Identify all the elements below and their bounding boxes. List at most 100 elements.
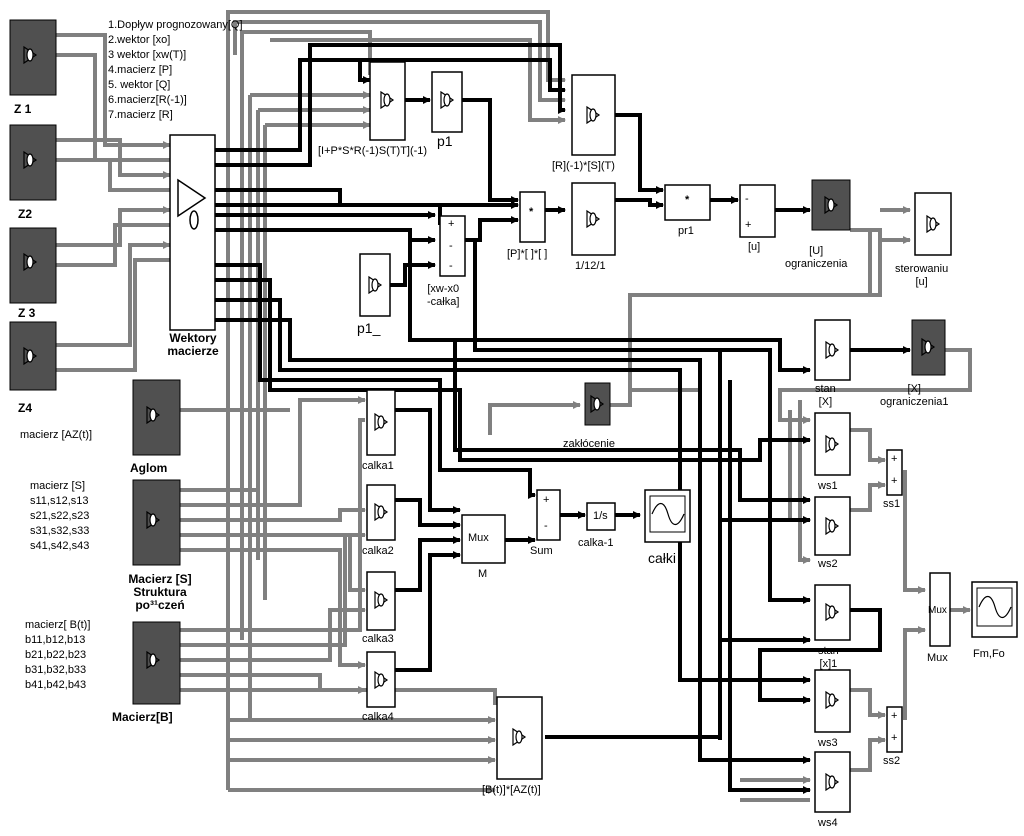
input-label: 2.wektor [xo]: [108, 34, 171, 46]
ws4-label: ws4: [818, 817, 838, 829]
rst-label: [R](-1)*[S](T): [552, 160, 615, 172]
z1-label: Z 1: [14, 102, 32, 116]
macierz-b-label: Macierz[B]: [112, 710, 173, 724]
block-u-sum[interactable]: [739, 184, 776, 238]
block-sum3[interactable]: [439, 215, 466, 277]
mux-label: Mux: [927, 652, 948, 664]
sum-plus: +: [543, 494, 550, 506]
block-x-ograniczenia1[interactable]: [911, 319, 946, 376]
calka4-label: calka4: [362, 711, 394, 723]
z2-label: Z2: [18, 207, 33, 221]
block-calka4[interactable]: [366, 651, 396, 708]
ss1-label: ss1: [883, 498, 901, 510]
subsystem-macierz-s[interactable]: [132, 479, 181, 566]
az-note: macierz [AZ(t)]: [20, 429, 93, 441]
block-p1-underscore[interactable]: [359, 253, 391, 317]
ws2-label: ws2: [818, 558, 838, 570]
bt-az-label: [B(t)]*[AZ(t)]: [482, 784, 541, 796]
block-mux-m[interactable]: [461, 514, 506, 564]
input-label: 1.Dopływ prognozowany[Q]: [108, 19, 243, 31]
block-ss2[interactable]: [886, 706, 903, 753]
block-p1[interactable]: [431, 71, 463, 133]
b-note-line: b11,b12,b13: [25, 634, 86, 646]
b-note-line: b41,b42,b43: [25, 679, 87, 691]
block-stan1[interactable]: [814, 584, 851, 641]
ss2-plus-1: +: [891, 710, 898, 722]
u-minus: -: [745, 193, 749, 205]
sum-minus: -: [544, 520, 548, 532]
calka2-label: calka2: [362, 545, 394, 557]
block-calki-scope[interactable]: [644, 489, 691, 543]
block-bt-az[interactable]: [496, 696, 543, 780]
subsystem-aglom[interactable]: [132, 379, 181, 456]
black-wires: [215, 43, 1010, 794]
ss2-plus-2: +: [891, 732, 898, 744]
input-label: 6.macierz[R(-1)]: [108, 94, 187, 106]
block-ws2[interactable]: [814, 496, 851, 556]
fmfo-label: Fm,Fo: [973, 648, 1005, 660]
sum3-label: [xw-x0 -całka]: [427, 283, 460, 308]
sum-label: Sum: [530, 545, 553, 557]
pr1-label: pr1: [678, 225, 694, 237]
subsystem-wektory[interactable]: [169, 134, 216, 331]
block-sterowaniu[interactable]: [914, 192, 952, 256]
zaklocenie-label: zakłócenie: [563, 438, 615, 450]
ws1-label: ws1: [818, 480, 838, 492]
block-rst[interactable]: [571, 74, 616, 156]
mux-text: Mux: [928, 605, 947, 616]
block-calka3[interactable]: [366, 571, 396, 631]
b-note-line: macierz[ B(t)]: [25, 619, 91, 631]
pr1-star: *: [685, 194, 690, 206]
sterowaniu-label: sterowaniu [u]: [895, 263, 949, 288]
macierz-s-label: Macierz [S] Struktura po³¹czeń: [128, 572, 192, 612]
x-ograniczenia1-label: [X] ograniczenia1: [880, 383, 949, 408]
calka-1-label: calka-1: [578, 537, 614, 549]
subsystem-macierz-b[interactable]: [132, 621, 181, 705]
block-sum[interactable]: [536, 489, 561, 541]
block-pr1[interactable]: [664, 184, 711, 221]
block-ws3[interactable]: [814, 669, 851, 733]
block-calka1[interactable]: [366, 389, 396, 456]
b-note-line: b21,b22,b23: [25, 649, 87, 661]
input-label: 5. wektor [Q]: [108, 79, 171, 91]
s-note-line: s31,s32,s33: [30, 525, 90, 537]
u-plus: +: [745, 219, 752, 231]
subsystem-z1[interactable]: [9, 19, 57, 96]
s-note-line: macierz [S]: [30, 480, 86, 492]
m-label: M: [478, 568, 488, 580]
sum3-plus: +: [448, 218, 455, 230]
s-note-line: s21,s22,s23: [30, 510, 90, 522]
block-product[interactable]: [519, 191, 546, 243]
p1-label: p1: [437, 133, 453, 149]
subsystem-z4[interactable]: [9, 321, 57, 391]
block-ss1[interactable]: [886, 449, 903, 496]
subsystem-z2[interactable]: [9, 124, 57, 201]
block-fmfo-scope[interactable]: [971, 581, 1018, 638]
product-star: *: [529, 206, 534, 218]
block-integrator[interactable]: [586, 502, 616, 531]
block-u-ograniczenia[interactable]: [811, 179, 851, 231]
block-mux[interactable]: [929, 572, 951, 647]
b-note-line: b31,b32,b33: [25, 664, 87, 676]
ss1-plus-1: +: [891, 453, 898, 465]
sum3-minus-1: -: [449, 240, 453, 252]
block-ws1[interactable]: [814, 412, 851, 476]
s-note-line: s11,s12,s13: [30, 495, 89, 507]
integrator-text: 1/s: [593, 510, 608, 522]
ss1-plus-2: +: [891, 475, 898, 487]
block-irs[interactable]: [369, 61, 406, 141]
block-calka2[interactable]: [366, 484, 396, 541]
u-label: [u]: [748, 241, 761, 253]
block-ws4[interactable]: [814, 751, 851, 813]
block-1-12-1[interactable]: [571, 182, 616, 256]
block-112-label: 1/12/1: [575, 260, 606, 272]
block-zaklocenie[interactable]: [584, 382, 611, 426]
stan-label: stan [X]: [815, 383, 836, 408]
gray-wires: [56, 10, 972, 802]
s-note-line: s41,s42,s43: [30, 540, 90, 552]
input-label: 7.macierz [R]: [108, 109, 173, 121]
block-stan[interactable]: [814, 319, 851, 381]
subsystem-z3[interactable]: [9, 227, 57, 304]
